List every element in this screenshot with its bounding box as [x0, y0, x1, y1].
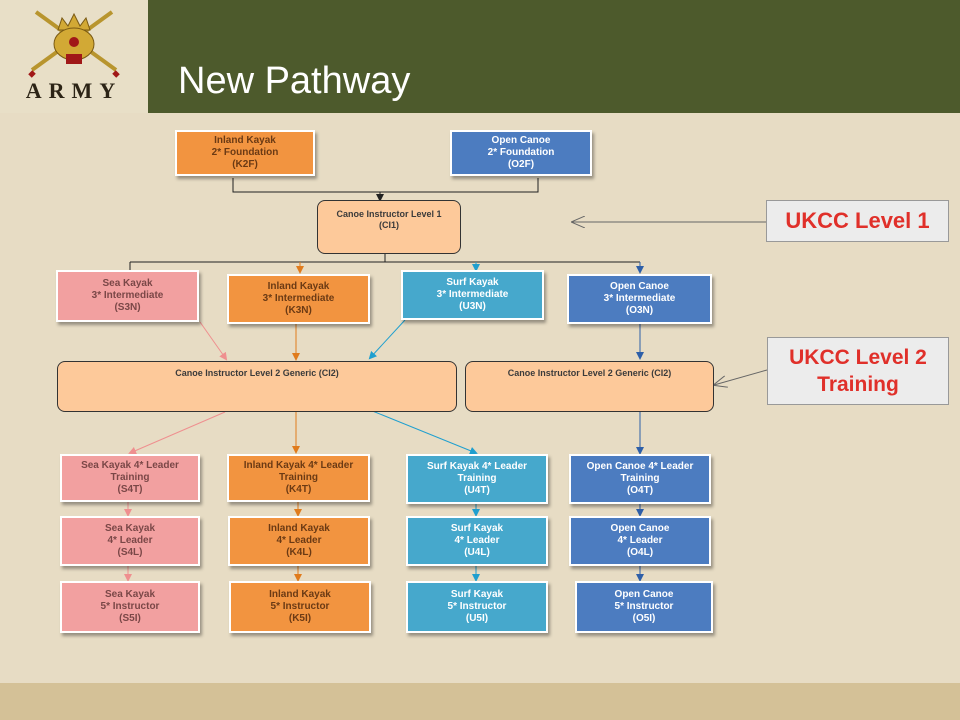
surf-kayak-leader-training: Surf Kayak 4* Leader Training (U4T)	[406, 454, 548, 504]
ukcc-level-1-callout: UKCC Level 1	[766, 200, 949, 242]
crest-icon	[28, 10, 120, 78]
army-wordmark: ARMY	[25, 78, 123, 103]
surf-kayak-instructor: Surf Kayak 5* Instructor (U5I)	[406, 581, 548, 633]
surf-kayak-intermediate: Surf Kayak 3* Intermediate (U3N)	[401, 270, 544, 320]
header-bar	[0, 0, 960, 113]
open-canoe-leader: Open Canoe 4* Leader (O4L)	[569, 516, 711, 566]
inland-kayak-intermediate: Inland Kayak 3* Intermediate (K3N)	[227, 274, 370, 324]
sea-kayak-intermediate: Sea Kayak 3* Intermediate (S3N)	[56, 270, 199, 322]
inland-kayak-foundation: Inland Kayak 2* Foundation (K2F)	[175, 130, 315, 176]
page-title: New Pathway	[178, 60, 411, 102]
sea-kayak-instructor: Sea Kayak 5* Instructor (S5I)	[60, 581, 200, 633]
inland-kayak-leader: Inland Kayak 4* Leader (K4L)	[228, 516, 370, 566]
open-canoe-leader-training: Open Canoe 4* Leader Training (O4T)	[569, 454, 711, 504]
canoe-instructor-level-2-generic-right: Canoe Instructor Level 2 Generic (CI2)	[465, 361, 714, 412]
canoe-instructor-level-2-generic-left: Canoe Instructor Level 2 Generic (CI2)	[57, 361, 457, 412]
inland-kayak-leader-training: Inland Kayak 4* Leader Training (K4T)	[227, 454, 370, 502]
open-canoe-instructor: Open Canoe 5* Instructor (O5I)	[575, 581, 713, 633]
surf-kayak-leader: Surf Kayak 4* Leader (U4L)	[406, 516, 548, 566]
sea-kayak-leader-training: Sea Kayak 4* Leader Training (S4T)	[60, 454, 200, 502]
army-logo: ARMY	[0, 0, 148, 113]
sea-kayak-leader: Sea Kayak 4* Leader (S4L)	[60, 516, 200, 566]
inland-kayak-instructor: Inland Kayak 5* Instructor (K5I)	[229, 581, 371, 633]
canoe-instructor-level-1: Canoe Instructor Level 1 (CI1)	[317, 200, 461, 254]
open-canoe-foundation: Open Canoe 2* Foundation (O2F)	[450, 130, 592, 176]
ukcc-level-2-training-callout: UKCC Level 2 Training	[767, 337, 949, 405]
footer-bar	[0, 683, 960, 720]
open-canoe-intermediate: Open Canoe 3* Intermediate (O3N)	[567, 274, 712, 324]
